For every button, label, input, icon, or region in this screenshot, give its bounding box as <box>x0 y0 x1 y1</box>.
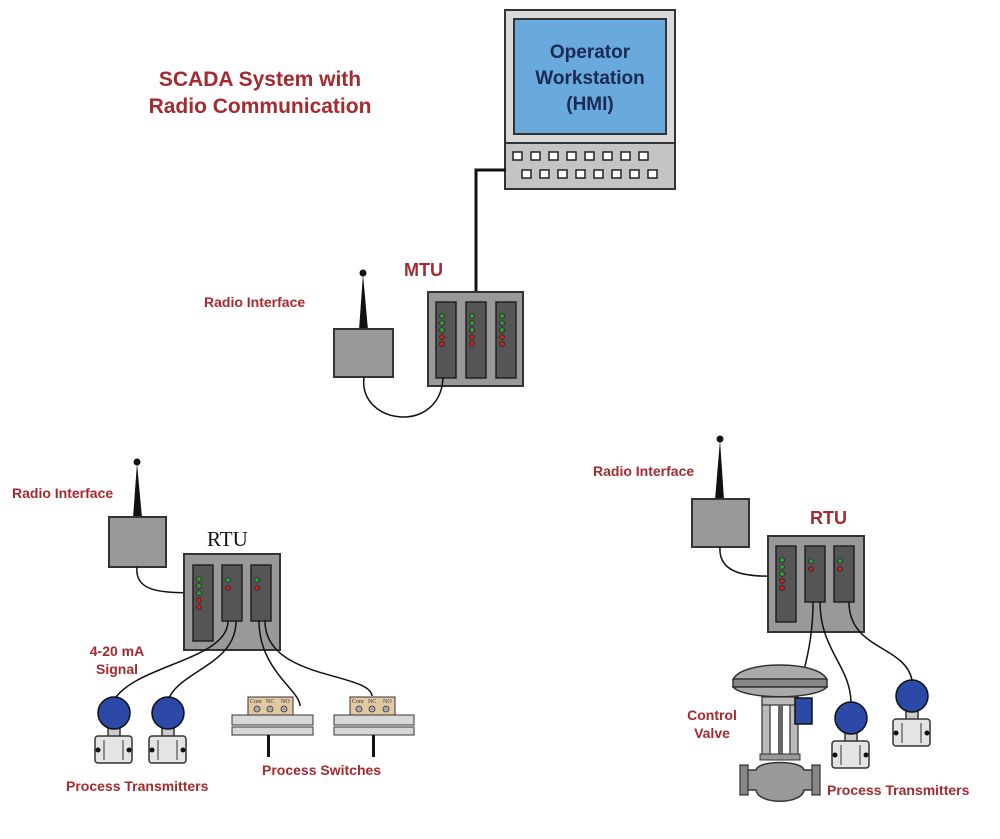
left-signal-cables <box>113 620 373 707</box>
hmi-line-3: (HMI) <box>566 94 614 115</box>
mtu-label: MTU <box>404 260 443 280</box>
left-radio-interface-label: Radio Interface <box>12 485 114 501</box>
right-rtu-radio-interface <box>691 435 750 548</box>
mtu-radio-interface <box>333 269 394 378</box>
hmi-screen <box>513 18 667 135</box>
switch-2-nc-label: NC <box>368 699 376 705</box>
switch-1-com-label: Com <box>250 699 262 705</box>
switch-terminal-labels: Com NC NO Com NC NO <box>250 699 392 705</box>
signal-line-2: Signal <box>95 661 138 677</box>
control-valve-line-1: Control <box>687 707 737 723</box>
control-valve-label: Control Valve <box>672 706 752 742</box>
switch-1-no-label: NO <box>281 699 290 705</box>
process-switch-1 <box>231 696 314 757</box>
switch-2-no-label: NO <box>383 699 392 705</box>
hmi-line-2: Workstation <box>535 68 645 89</box>
right-rtu-enclosure <box>767 535 865 633</box>
switch-1-nc-label: NC <box>266 699 274 705</box>
left-process-transmitters-label: Process Transmitters <box>66 778 209 794</box>
right-radio-interface-label: Radio Interface <box>593 463 695 479</box>
switch-2-com-label: Com <box>352 699 364 705</box>
hmi-screen-label: Operator Workstation (HMI) <box>515 40 665 118</box>
operator-workstation <box>504 9 676 190</box>
signal-label: 4-20 mA Signal <box>72 642 162 678</box>
hmi-line-1: Operator <box>549 42 631 63</box>
control-valve-line-2: Valve <box>694 725 730 741</box>
right-transmitter-1 <box>831 701 870 769</box>
right-process-transmitters-label: Process Transmitters <box>827 782 970 798</box>
left-rtu-radio-interface <box>108 458 167 568</box>
process-switch-2 <box>333 696 415 757</box>
title-line-2: Radio Communication <box>148 95 372 118</box>
hmi-keyboard <box>504 142 676 190</box>
right-transmitter-2 <box>892 679 931 747</box>
mtu-enclosure <box>427 291 524 387</box>
left-rtu-enclosure <box>183 553 281 651</box>
mtu-radio-cable <box>363 376 444 418</box>
process-switches-label: Process Switches <box>262 762 382 778</box>
left-transmitter-1 <box>94 696 133 764</box>
signal-line-1: 4-20 mA <box>89 643 145 659</box>
left-transmitter-2 <box>148 696 187 764</box>
control-valve <box>731 664 829 802</box>
left-rtu-label: RTU <box>207 527 248 551</box>
diagram-title: SCADA System with Radio Communication <box>130 66 390 120</box>
right-rtu-label: RTU <box>810 508 847 528</box>
mtu-radio-interface-label: Radio Interface <box>204 294 306 310</box>
hmi-mtu-cable <box>474 168 506 305</box>
title-line-1: SCADA System with <box>158 68 362 91</box>
